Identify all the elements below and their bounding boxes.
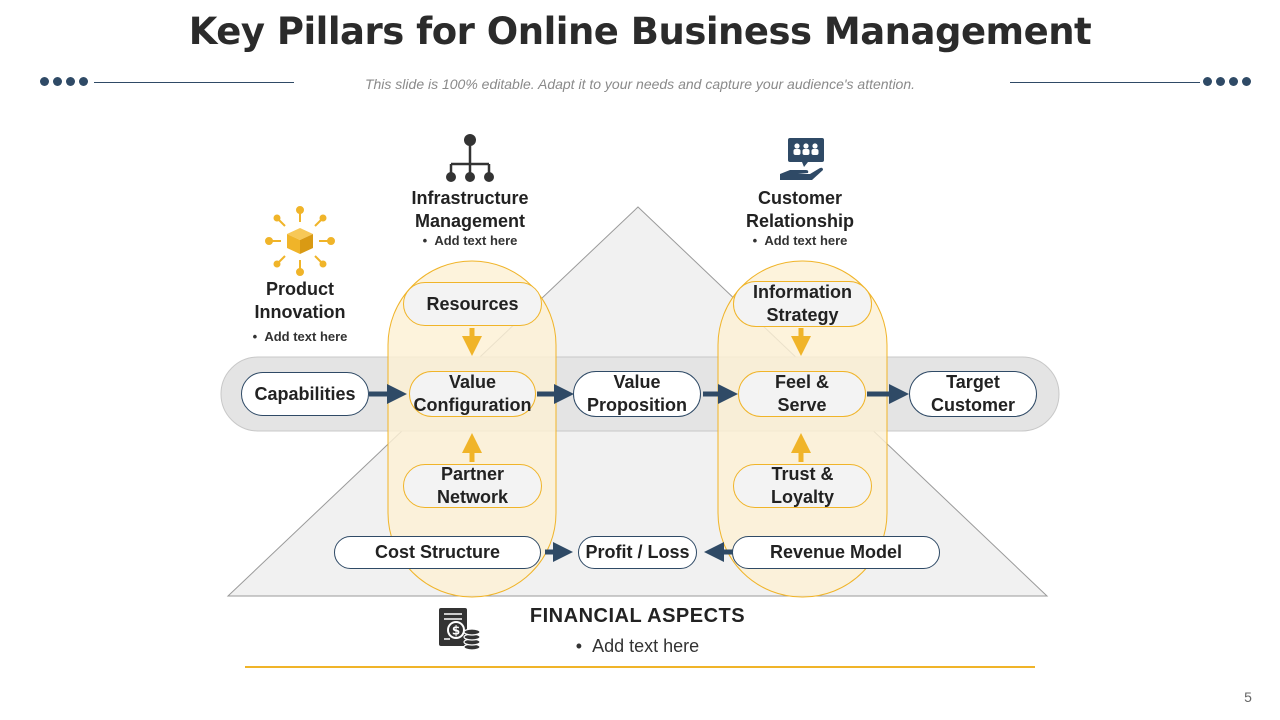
heading-line: Relationship bbox=[745, 211, 854, 231]
heading-line: Management bbox=[414, 211, 526, 231]
hierarchy-icon bbox=[446, 134, 494, 182]
node-label-line: Value bbox=[613, 372, 661, 392]
node-profit-loss: Profit / Loss bbox=[578, 536, 697, 569]
node-label-line: Value bbox=[448, 372, 496, 392]
node-label: Resources bbox=[426, 293, 519, 314]
node-label-line: Customer bbox=[930, 395, 1015, 415]
node-label: Capabilities bbox=[254, 383, 356, 404]
product-box-icon bbox=[265, 206, 335, 276]
heading-line: Customer bbox=[757, 188, 842, 208]
node-label-line: Configuration bbox=[413, 395, 532, 415]
infrastructure-heading: Infrastructure Management bbox=[370, 187, 570, 233]
node-label-line: Serve bbox=[777, 395, 827, 415]
customer-hand-icon bbox=[780, 138, 824, 180]
node-capabilities: Capabilities bbox=[241, 372, 369, 416]
page-number: 5 bbox=[1244, 689, 1252, 705]
financial-aspects-bullet: • Add text here bbox=[575, 636, 700, 656]
node-label: Profit / Loss bbox=[585, 542, 690, 562]
financial-report-icon: $ bbox=[439, 608, 481, 651]
customer-relationship-bullet: • Add text here bbox=[752, 233, 848, 248]
node-label: Revenue Model bbox=[769, 542, 903, 562]
financial-aspects-title: FINANCIAL ASPECTS bbox=[529, 605, 746, 627]
bullet-text: Add text here bbox=[264, 329, 348, 344]
product-innovation-heading: Product Innovation bbox=[200, 278, 400, 324]
node-label-line: Target bbox=[946, 372, 1000, 392]
heading-line: Product bbox=[265, 279, 334, 299]
subtitle: This slide is 100% editable. Adapt it to… bbox=[364, 76, 916, 92]
node-revenue-model: Revenue Model bbox=[732, 536, 940, 569]
node-cost-structure: Cost Structure bbox=[334, 536, 541, 569]
node-trust-loyalty: Trust & Loyalty bbox=[733, 464, 872, 508]
left-rule bbox=[94, 82, 294, 83]
node-resources: Resources bbox=[403, 282, 542, 326]
node-label-line: Network bbox=[436, 487, 508, 507]
right-rule bbox=[1010, 82, 1200, 83]
svg-text:$: $ bbox=[452, 624, 460, 638]
bottom-rule bbox=[245, 666, 1035, 668]
customer-relationship-heading: Customer Relationship bbox=[700, 187, 900, 233]
heading-line: Infrastructure bbox=[411, 188, 529, 208]
infrastructure-pill bbox=[387, 260, 557, 598]
node-label: Cost Structure bbox=[374, 542, 500, 562]
node-label-line: Information bbox=[753, 282, 852, 302]
right-dots-decoration bbox=[1203, 77, 1251, 86]
page-title: Key Pillars for Online Business Manageme… bbox=[188, 10, 1092, 53]
left-dots-decoration bbox=[40, 77, 88, 86]
node-label-line: Strategy bbox=[766, 305, 839, 325]
bullet-text: Add text here bbox=[764, 233, 848, 248]
node-label-line: Feel & bbox=[774, 372, 830, 392]
node-feel-serve: Feel & Serve bbox=[738, 371, 866, 417]
bullet-text: Add text here bbox=[592, 636, 700, 656]
node-label-line: Partner bbox=[440, 464, 504, 484]
heading-line: Innovation bbox=[254, 302, 346, 322]
node-label-line: Loyalty bbox=[770, 487, 835, 507]
node-label-line: Trust & bbox=[771, 464, 834, 484]
node-label-line: Proposition bbox=[587, 395, 687, 415]
customer-pill bbox=[717, 260, 888, 598]
product-innovation-bullet: • Add text here bbox=[252, 329, 348, 344]
infrastructure-bullet: • Add text here bbox=[422, 233, 518, 248]
bullet-text: Add text here bbox=[434, 233, 518, 248]
